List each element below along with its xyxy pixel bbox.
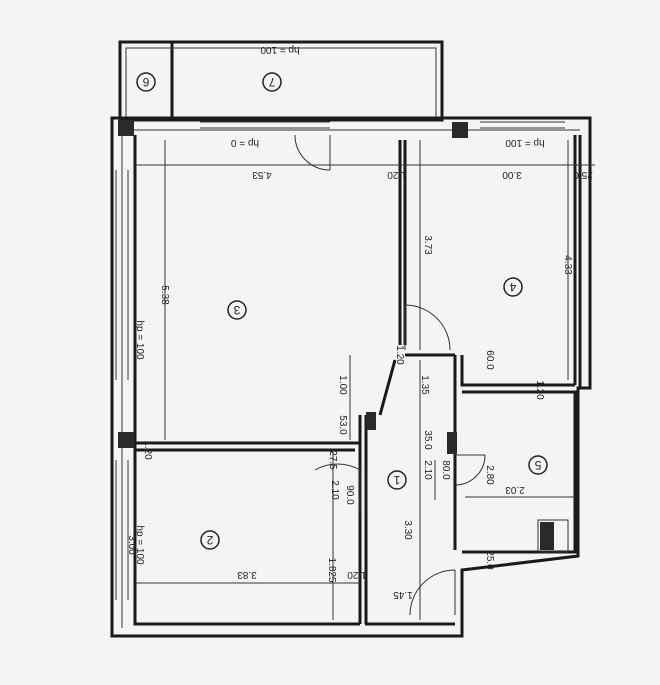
height-label: hp = 100: [134, 525, 145, 565]
dimension-label: 3.00: [502, 169, 522, 180]
room-marker-3: 3: [227, 300, 247, 320]
dimension-label: 1.20: [387, 169, 407, 180]
dimension-label: 3.00: [126, 535, 137, 555]
dimension-label: 3.83: [237, 569, 257, 580]
room-marker-6: 6: [136, 72, 156, 92]
room-marker-7: 7: [262, 72, 282, 92]
dimension-labels: hp = 100 hp = 0 hp = 100 hp = 100 hp = 100 4.…: [126, 44, 593, 600]
dimension-label: 53.0: [337, 415, 348, 435]
height-label: hp = 100: [505, 137, 545, 148]
dimension-label: 25.0: [573, 169, 593, 180]
svg-text:6: 6: [142, 75, 149, 89]
room-marker-1: 1: [387, 470, 407, 490]
svg-text:3: 3: [233, 303, 240, 317]
pillars: [118, 120, 569, 553]
dimension-label: 1.20: [394, 345, 405, 365]
svg-text:2: 2: [206, 533, 213, 547]
dimension-label: 1.35: [419, 375, 430, 395]
room-markers: 1 2 3 4 5 6 7: [136, 72, 548, 550]
svg-text:1: 1: [393, 473, 400, 487]
dimension-label: 60.0: [484, 350, 495, 370]
dimension-label: 2.10: [329, 480, 340, 500]
dimension-label: 90.0: [344, 485, 355, 505]
dimension-label: 5.38: [159, 285, 170, 305]
dimension-label: 2.10: [422, 460, 433, 480]
svg-text:5: 5: [534, 458, 541, 472]
height-label: hp = 100: [134, 320, 145, 360]
walls: [110, 40, 595, 638]
dimension-label: 2.80: [484, 465, 495, 485]
dimension-label: 1.20: [534, 380, 545, 400]
doors: [294, 134, 486, 616]
room-marker-4: 4: [503, 277, 523, 297]
dimension-label: 1.20: [347, 569, 367, 580]
dimension-label: 1.20: [142, 440, 153, 460]
dimension-label: 80.0: [440, 460, 451, 480]
dimension-label: 3.30: [402, 520, 413, 540]
dimension-label: 1.00: [337, 375, 348, 395]
dimension-label: 27.5: [327, 450, 338, 470]
svg-text:4: 4: [509, 280, 516, 294]
dimension-label: 3.73: [422, 235, 433, 255]
dimension-label: 35.0: [422, 430, 433, 450]
dimension-label: 1.825: [326, 557, 337, 582]
dimension-label: 4.33: [562, 255, 573, 275]
dimension-label: 1.45: [393, 589, 413, 600]
dimension-label: 4.53: [252, 169, 272, 180]
room-marker-2: 2: [200, 530, 220, 550]
height-label: hp = 100: [260, 44, 300, 55]
dimension-label: 2.03: [505, 484, 525, 495]
svg-text:7: 7: [268, 75, 275, 89]
height-label: hp = 0: [231, 137, 260, 148]
dimension-label: 25.0: [484, 550, 495, 570]
room-marker-5: 5: [528, 455, 548, 475]
